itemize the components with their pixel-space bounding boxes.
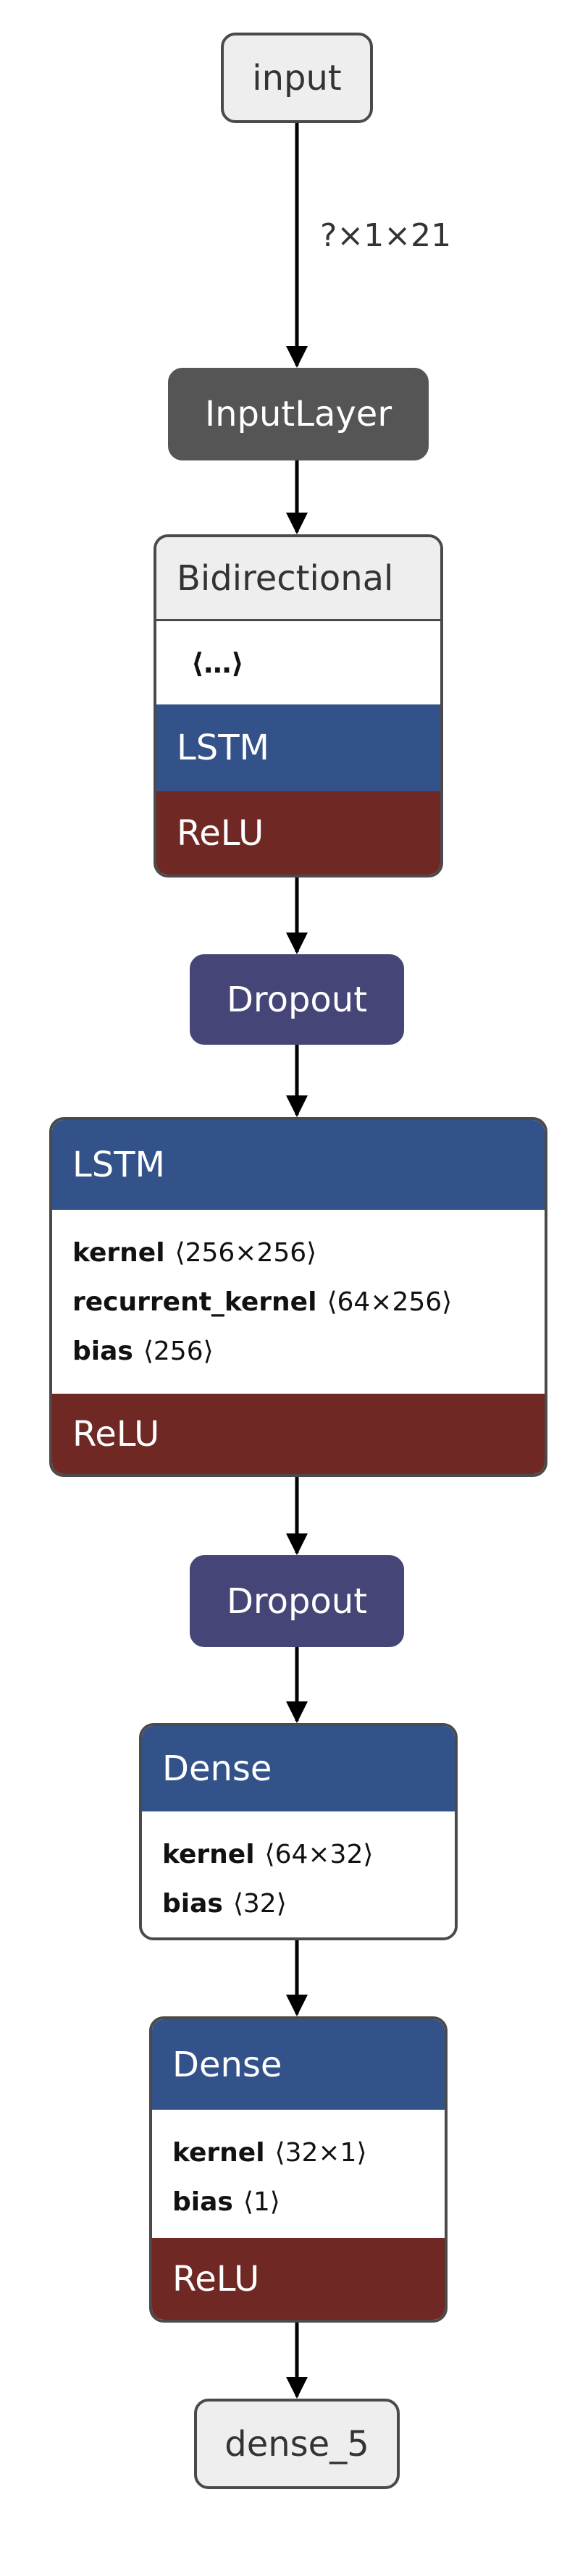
dense-2-relu-activation: ReLU	[152, 2238, 445, 2320]
dropout-node-1[interactable]: Dropout	[190, 954, 404, 1045]
lstm-node[interactable]: LSTM kernel ⟨256×256⟩ recurrent_kernel ⟨64…	[49, 1117, 547, 1477]
input-layer-node[interactable]: InputLayer	[168, 368, 429, 460]
dense-2-attributes: kernel ⟨32×1⟩ bias ⟨1⟩	[152, 2110, 445, 2238]
bidirectional-node[interactable]: Bidirectional ⟨…⟩ LSTM ReLU	[154, 534, 443, 877]
bidirectional-lstm-text: LSTM	[177, 728, 269, 768]
attr-value: ⟨64×256⟩	[327, 1287, 453, 1317]
lstm-relu-activation: ReLU	[52, 1394, 545, 1474]
lstm-attr-bias: bias ⟨256⟩	[72, 1327, 545, 1376]
dense-1-title-text: Dense	[162, 1748, 272, 1789]
bidirectional-relu-text: ReLU	[177, 812, 264, 854]
output-node-label: dense_5	[224, 2423, 369, 2465]
dense-2-attr-bias: bias ⟨1⟩	[172, 2178, 445, 2227]
dense-1-attributes: kernel ⟨64×32⟩ bias ⟨32⟩	[142, 1811, 455, 1937]
dense-node-1[interactable]: Dense kernel ⟨64×32⟩ bias ⟨32⟩	[139, 1723, 458, 1940]
attr-value: ⟨256×256⟩	[175, 1238, 317, 1268]
bidirectional-relu-activation: ReLU	[156, 791, 440, 875]
bidirectional-title-text: Bidirectional	[177, 557, 394, 599]
lstm-attr-recurrent-kernel: recurrent_kernel ⟨64×256⟩	[72, 1278, 545, 1327]
dense-2-attr-kernel: kernel ⟨32×1⟩	[172, 2129, 445, 2178]
attr-value: ⟨64×32⟩	[264, 1840, 374, 1869]
bidirectional-title: Bidirectional	[156, 537, 440, 621]
lstm-attributes: kernel ⟨256×256⟩ recurrent_kernel ⟨64×256⟩…	[52, 1210, 545, 1394]
dense-1-attr-bias: bias ⟨32⟩	[162, 1880, 455, 1929]
lstm-relu-text: ReLU	[72, 1413, 160, 1455]
input-layer-label: InputLayer	[204, 394, 392, 434]
attr-name: bias	[172, 2187, 233, 2217]
bidirectional-collapsed-attrs[interactable]: ⟨…⟩	[156, 621, 440, 704]
lstm-attr-kernel: kernel ⟨256×256⟩	[72, 1229, 545, 1278]
input-node[interactable]: input	[221, 33, 373, 123]
attr-name: kernel	[172, 2138, 265, 2168]
attr-value: ⟨256⟩	[143, 1337, 214, 1366]
attr-value: ⟨32⟩	[232, 1889, 287, 1919]
dense-1-title: Dense	[142, 1726, 455, 1811]
collapsed-attrs-text: ⟨…⟩	[191, 647, 244, 679]
attr-name: bias	[162, 1889, 223, 1919]
attr-name: kernel	[72, 1238, 165, 1268]
dense-1-attr-kernel: kernel ⟨64×32⟩	[162, 1830, 455, 1880]
bidirectional-lstm-layer: LSTM	[156, 704, 440, 791]
dense-2-title: Dense	[152, 2019, 445, 2110]
output-node[interactable]: dense_5	[194, 2399, 400, 2489]
dropout-node-2[interactable]: Dropout	[190, 1555, 404, 1647]
attr-name: bias	[72, 1337, 133, 1366]
attr-value: ⟨1⟩	[243, 2187, 280, 2217]
attr-value: ⟨32×1⟩	[274, 2138, 367, 2168]
dense-node-2[interactable]: Dense kernel ⟨32×1⟩ bias ⟨1⟩ ReLU	[149, 2016, 448, 2323]
dropout-2-label: Dropout	[226, 1580, 368, 1622]
dense-2-relu-text: ReLU	[172, 2258, 260, 2299]
attr-name: kernel	[162, 1840, 255, 1869]
lstm-title: LSTM	[52, 1120, 545, 1210]
attr-name: recurrent_kernel	[72, 1287, 317, 1317]
dense-2-title-text: Dense	[172, 2044, 282, 2085]
dropout-1-label: Dropout	[226, 979, 368, 1020]
lstm-title-text: LSTM	[72, 1145, 165, 1185]
input-node-label: input	[252, 57, 342, 98]
edge-shape-label: ?×1×21	[320, 217, 452, 254]
